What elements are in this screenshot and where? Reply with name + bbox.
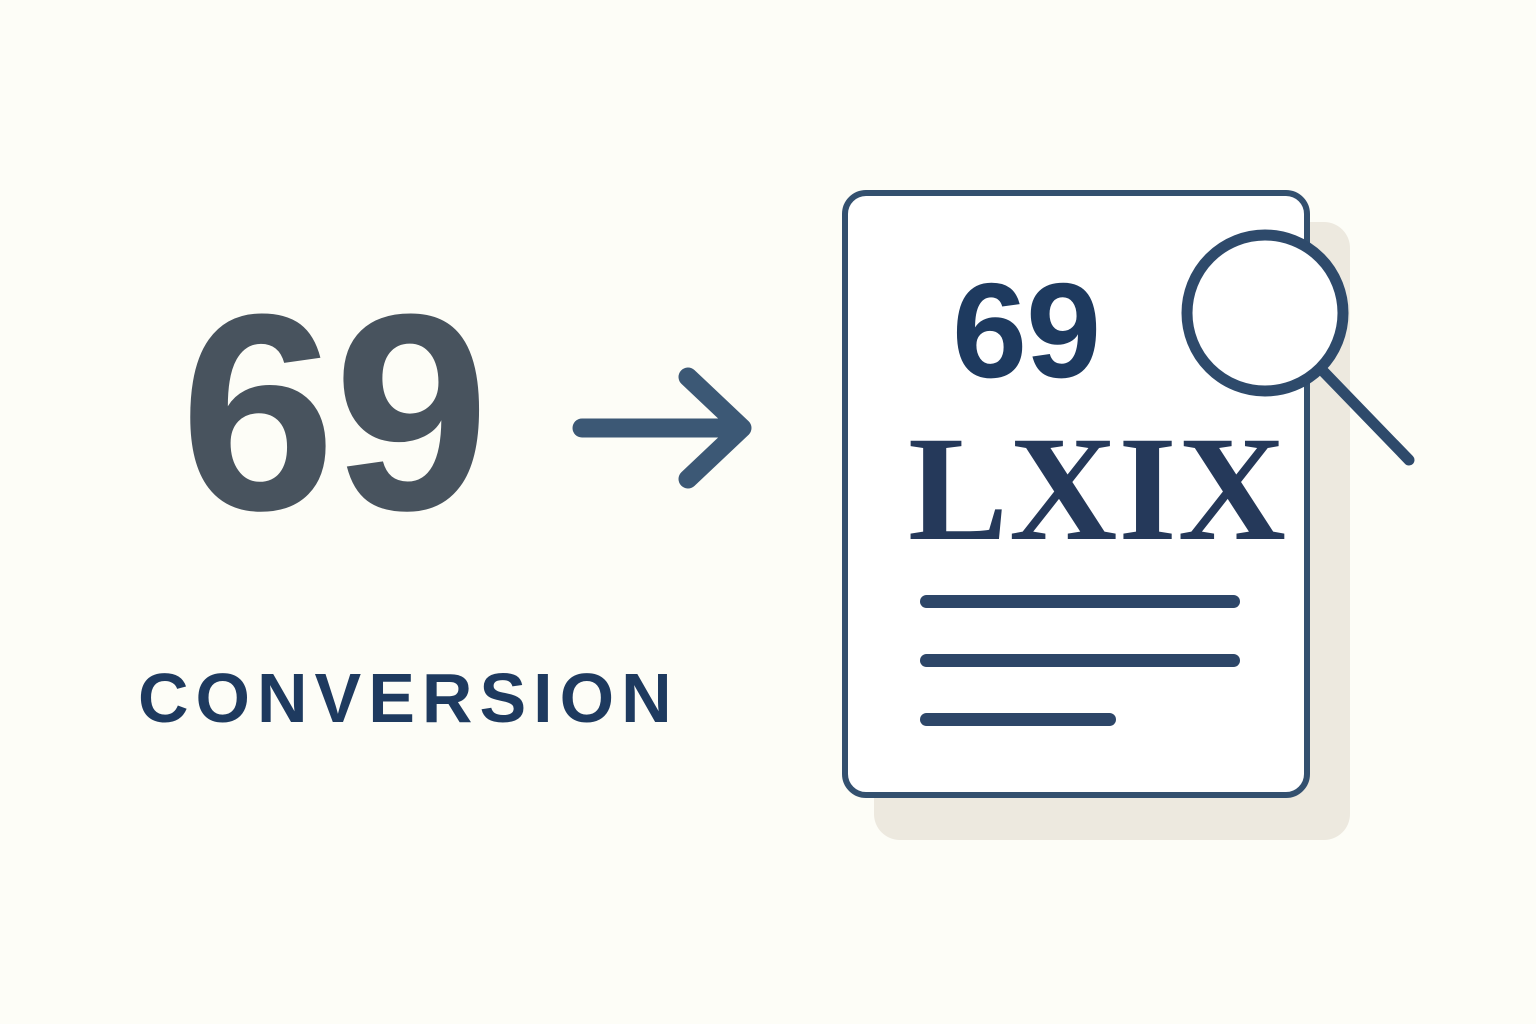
conversion-caption: CONVERSION bbox=[138, 659, 679, 737]
document-text-line bbox=[920, 713, 1116, 726]
document-text-line bbox=[920, 654, 1240, 667]
arrow-right-icon bbox=[572, 367, 752, 489]
document-text-line bbox=[920, 595, 1240, 608]
source-number: 69 bbox=[180, 257, 489, 569]
document-number: 69 bbox=[952, 255, 1101, 406]
document-roman-numeral: LXIX bbox=[908, 406, 1288, 572]
magnifier-icon bbox=[1181, 229, 1415, 466]
document-text-lines bbox=[920, 595, 1250, 745]
